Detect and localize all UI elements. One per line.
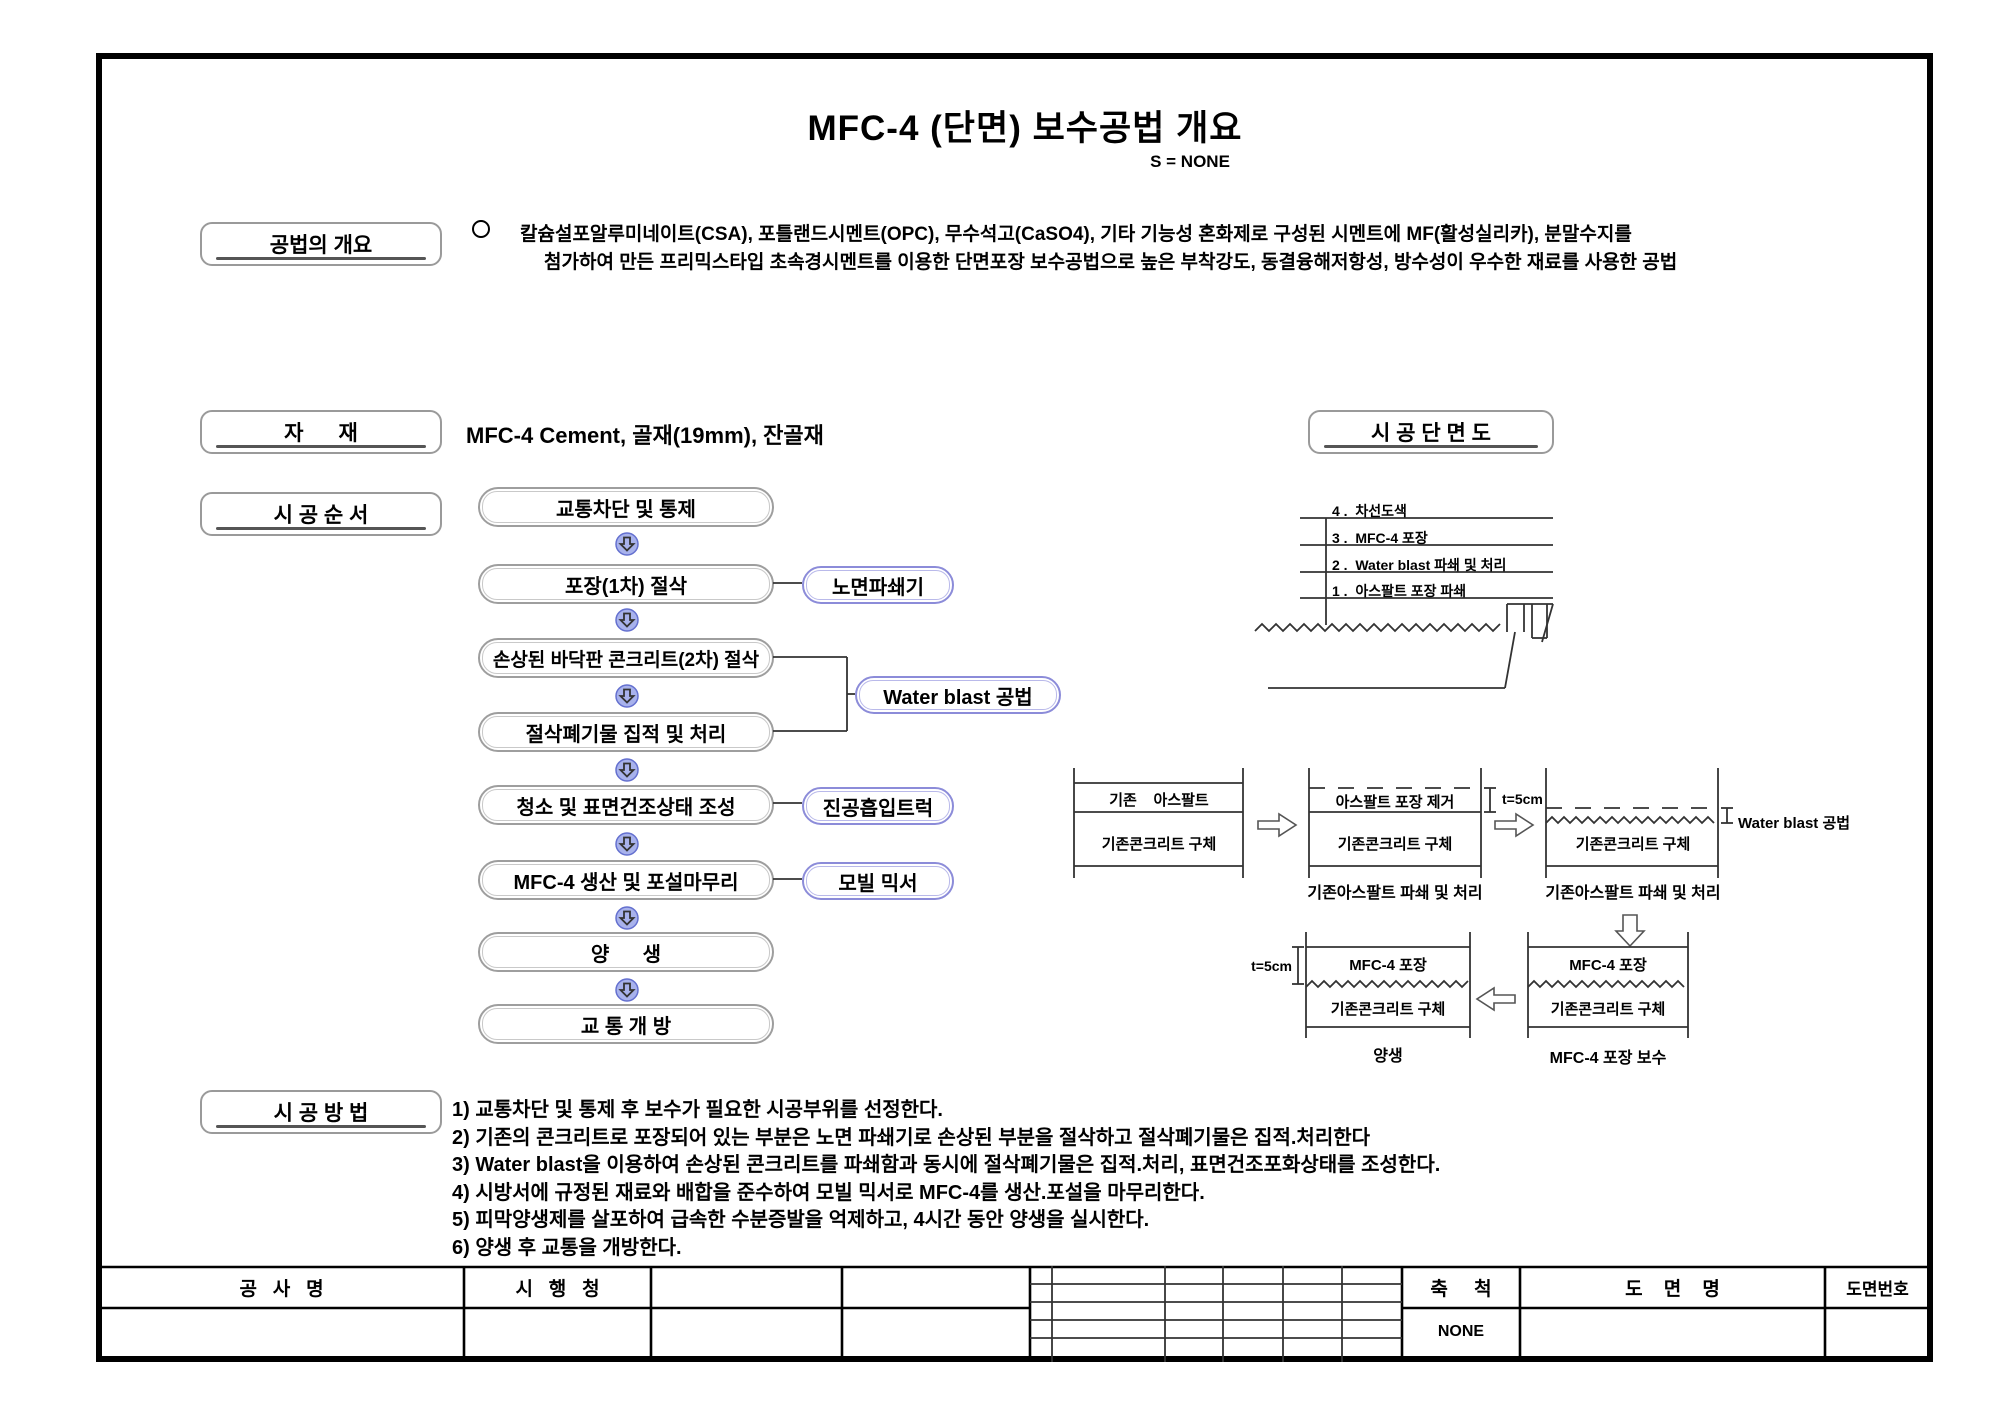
method-item-6: 6) 양생 후 교통을 개방한다. — [452, 1237, 682, 1259]
equipment-box-vacuum: 진공흡입트럭 — [802, 787, 954, 825]
down-arrow-icon — [615, 758, 639, 782]
down-arrow-icon — [615, 906, 639, 930]
d4-caption: 양생 — [1373, 1048, 1403, 1065]
flow-connector-lines — [773, 582, 855, 880]
sheet-border — [96, 53, 1933, 1362]
section-view-label-box: 시 공 단 면 도 — [1308, 410, 1554, 454]
d4-thickness-dim: t=5cm — [1251, 958, 1292, 974]
footer-agency-header: 시 행 청 — [515, 1278, 600, 1300]
flow-step-4-label: 절삭폐기물 집적 및 처리 — [482, 716, 770, 748]
d2-bottom-text: 기존콘크리트 구체 — [1337, 836, 1453, 853]
flow-step-2: 포장(1차) 절삭 — [478, 564, 774, 604]
down-arrow-icon — [615, 978, 639, 1002]
method-item-5: 5) 피막양생제를 살포하여 급속한 수분증발을 억제하고, 4시간 동안 양생… — [452, 1209, 1150, 1231]
materials-value: MFC-4 Cement, 골재(19mm), 잔골재 — [466, 423, 824, 448]
method-label-box: 시 공 방 법 — [200, 1090, 442, 1134]
scale-note: S = NONE — [1150, 152, 1230, 171]
d1-bottom-text: 기존콘크리트 구체 — [1101, 836, 1217, 853]
flow-step-6: MFC-4 생산 및 포설마무리 — [478, 860, 774, 900]
equipment-mixer-label: 모빌 믹서 — [806, 866, 950, 896]
sequence-label-box: 시 공 순 서 — [200, 492, 442, 536]
footer-scale-header: 축 척 — [1430, 1278, 1492, 1300]
flow-step-7-label: 양 생 — [482, 936, 770, 968]
equipment-box-mixer: 모빌 믹서 — [802, 862, 954, 900]
d5-top-text: MFC-4 포장 — [1569, 957, 1647, 974]
equipment-box-waterblast: Water blast 공법 — [855, 676, 1061, 714]
d3-bottom-text: 기존콘크리트 구체 — [1575, 836, 1691, 853]
flow-step-5: 청소 및 표면건조상태 조성 — [478, 785, 774, 825]
flow-step-6-label: MFC-4 생산 및 포설마무리 — [482, 864, 770, 896]
section-diagram-lines — [1073, 517, 1733, 1038]
section-view-label: 시 공 단 면 도 — [1371, 422, 1491, 445]
d2-thickness-dim: t=5cm — [1502, 791, 1543, 807]
footer-construction-name-header: 공 사 명 — [239, 1278, 324, 1300]
flow-step-1-label: 교통차단 및 통제 — [482, 491, 770, 523]
overview-label: 공법의 개요 — [269, 234, 373, 257]
d4-bottom-text: 기존콘크리트 구체 — [1330, 1001, 1446, 1018]
layer-label-1: 1 . 아스팔트 포장 파쇄 — [1332, 583, 1467, 599]
flow-step-7: 양 생 — [478, 932, 774, 972]
method-label: 시 공 방 법 — [273, 1102, 369, 1125]
method-item-2: 2) 기존의 콘크리트로 포장되어 있는 부분은 노면 파쇄기로 손상된 부분을… — [452, 1127, 1371, 1149]
flow-step-3-label: 손상된 바닥판 콘크리트(2차) 절삭 — [482, 642, 770, 674]
method-item-4: 4) 시방서에 규정된 재료와 배합을 준수하여 모빌 믹서로 MFC-4를 생… — [452, 1182, 1205, 1204]
footer-scale-value: NONE — [1437, 1323, 1485, 1340]
d2-top-text: 아스팔트 포장 제거 — [1335, 794, 1455, 811]
method-item-3: 3) Water blast을 이용하여 손상된 콘크리트를 파쇄함과 동시에 … — [452, 1154, 1441, 1176]
d2-caption: 기존아스팔트 파쇄 및 처리 — [1307, 885, 1483, 902]
page-title: MFC-4 (단면) 보수공법 개요 — [807, 109, 1243, 148]
footer-drawing-no-header: 도면번호 — [1846, 1279, 1909, 1299]
materials-label: 자 재 — [284, 422, 358, 445]
title-block-lines — [99, 1265, 1930, 1362]
flow-step-4: 절삭폐기물 집적 및 처리 — [478, 712, 774, 752]
down-arrow-icon — [615, 608, 639, 632]
flow-step-8: 교 통 개 방 — [478, 1004, 774, 1044]
footer-drawing-title-header: 도 면 명 — [1625, 1278, 1720, 1300]
d3-caption: 기존아스팔트 파쇄 및 처리 — [1545, 885, 1721, 902]
flow-step-5-label: 청소 및 표면건조상태 조성 — [482, 789, 770, 821]
d4-top-text: MFC-4 포장 — [1349, 957, 1427, 974]
layer-label-2: 2 . Water blast 파쇄 및 처리 — [1332, 557, 1507, 573]
flow-step-1: 교통차단 및 통제 — [478, 487, 774, 527]
overview-text-line-2: 첨가하여 만든 프리믹스타입 초속경시멘트를 이용한 단면포장 보수공법으로 높… — [544, 252, 1678, 273]
circle-bullet-icon — [472, 220, 490, 238]
overview-text-line-1: 칼슘설포알루미네이트(CSA), 포틀랜드시멘트(OPC), 무수석고(CaSO… — [520, 224, 1632, 245]
d5-caption: MFC-4 포장 보수 — [1549, 1050, 1667, 1067]
equipment-box-crusher: 노면파쇄기 — [802, 566, 954, 604]
down-arrow-icon — [615, 832, 639, 856]
d3-waterblast-label: Water blast 공법 — [1738, 815, 1851, 832]
materials-label-box: 자 재 — [200, 410, 442, 454]
equipment-crusher-label: 노면파쇄기 — [806, 570, 950, 600]
method-item-1: 1) 교통차단 및 통제 후 보수가 필요한 시공부위를 선정한다. — [452, 1099, 943, 1121]
flow-step-2-label: 포장(1차) 절삭 — [482, 568, 770, 600]
flow-step-8-label: 교 통 개 방 — [482, 1008, 770, 1040]
flow-step-3: 손상된 바닥판 콘크리트(2차) 절삭 — [478, 638, 774, 678]
equipment-vacuum-label: 진공흡입트럭 — [806, 791, 950, 821]
down-arrow-icon — [615, 532, 639, 556]
sequence-label: 시 공 순 서 — [273, 504, 369, 527]
layer-label-3: 3 . MFC-4 포장 — [1332, 530, 1428, 546]
down-arrow-icon — [615, 684, 639, 708]
d5-bottom-text: 기존콘크리트 구체 — [1550, 1001, 1666, 1018]
d1-top-text: 기존 아스팔트 — [1109, 792, 1209, 809]
overview-label-box: 공법의 개요 — [200, 222, 442, 266]
layer-label-4: 4 . 차선도색 — [1332, 503, 1407, 519]
equipment-waterblast-label: Water blast 공법 — [859, 680, 1057, 710]
